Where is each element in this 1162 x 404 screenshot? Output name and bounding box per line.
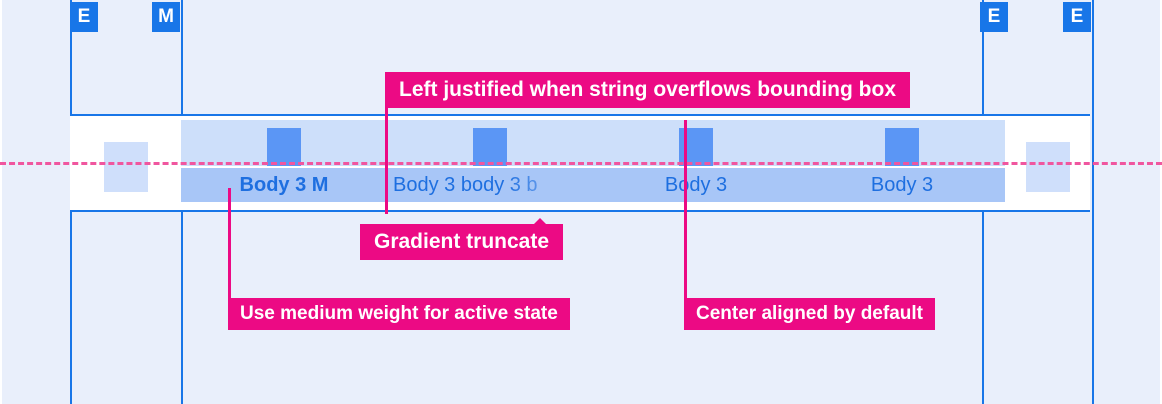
square-icon — [473, 128, 507, 166]
tab-label: Body 3 — [870, 174, 934, 196]
annotation-gradient-truncate: Gradient truncate — [360, 218, 564, 260]
guide-badge-e-2: E — [980, 2, 1008, 32]
vertical-guide-3 — [1092, 0, 1094, 404]
tab-label: Body 3 — [664, 174, 728, 196]
square-icon — [103, 142, 148, 192]
annotation-left-justified-leader-line — [385, 108, 388, 214]
tab-label: Body 3 body 3 b — [393, 174, 538, 196]
tabs-row: Body 3 M Body 3 body 3 b Body 3 Body 3 — [70, 116, 1090, 210]
page-edge-left — [0, 0, 2, 404]
annotation-left-justified: Left justified when string overflows bou… — [385, 72, 910, 108]
square-icon — [1025, 142, 1070, 192]
tab-label-band — [593, 168, 799, 202]
annotation-center-aligned: Center aligned by default — [684, 298, 935, 330]
horizontal-centerline-guide — [0, 162, 1162, 165]
guide-badge-e-0: E — [70, 2, 98, 32]
square-icon — [885, 128, 919, 166]
guide-badge-m-1: M — [152, 2, 180, 32]
annotation-center-aligned-leader-line — [684, 120, 687, 300]
callout-pointer-icon — [533, 218, 548, 225]
tab-edge-right[interactable] — [1005, 116, 1090, 210]
square-icon — [267, 128, 301, 166]
tab-label-band — [181, 168, 387, 202]
annotation-medium-weight-leader-line — [228, 188, 231, 300]
page-edge-right — [1160, 0, 1162, 404]
tab-body-3-center-2[interactable]: Body 3 — [799, 116, 1005, 210]
tab-label-band — [799, 168, 1005, 202]
guide-badge-e-3: E — [1063, 2, 1091, 32]
tab-body-3-m[interactable]: Body 3 M — [181, 116, 387, 210]
annotation-medium-weight: Use medium weight for active state — [228, 298, 570, 330]
tab-label: Body 3 M — [239, 174, 329, 196]
tab-edge-left[interactable] — [70, 116, 181, 210]
